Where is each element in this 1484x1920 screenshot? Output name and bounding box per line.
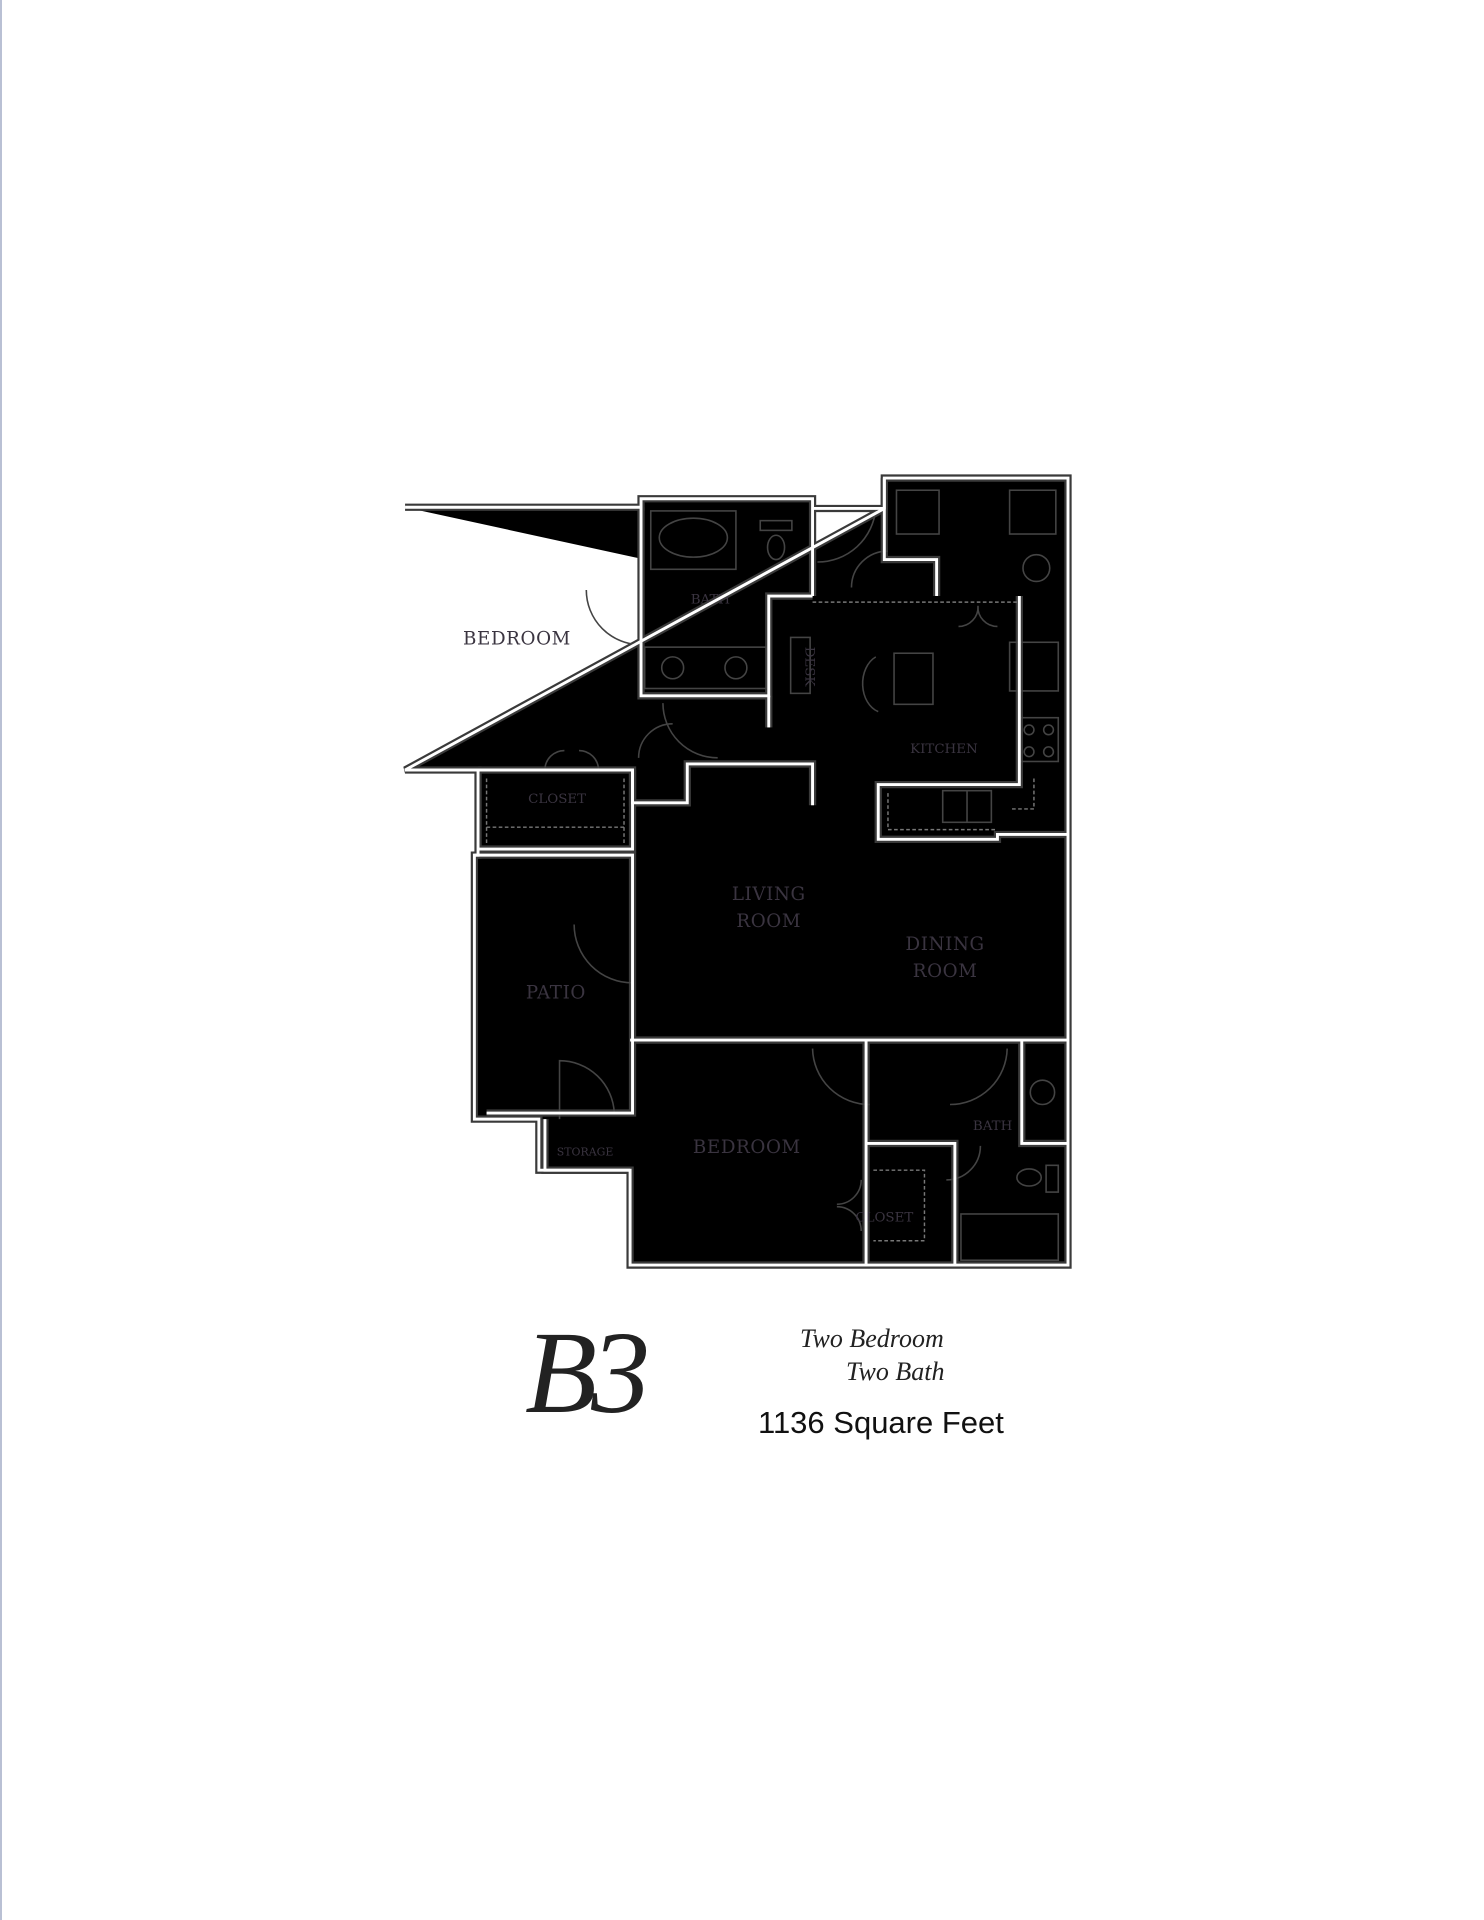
room-label-dining: DINING bbox=[906, 934, 985, 955]
room-label-closet-2: CLOSET bbox=[855, 1210, 913, 1225]
unit-name: B3 bbox=[525, 1307, 650, 1438]
baths-label: Two Bath bbox=[846, 1357, 945, 1386]
room-label-bedroom-2: BEDROOM bbox=[693, 1137, 801, 1158]
room-label-desk: DESK bbox=[801, 647, 816, 688]
room-label-bath: BATH bbox=[691, 592, 730, 607]
room-label-dining-room: ROOM bbox=[913, 961, 978, 982]
bedrooms-label: Two Bedroom bbox=[800, 1324, 944, 1353]
page-edge bbox=[0, 0, 2, 1920]
room-label-bedroom: BEDROOM bbox=[463, 629, 571, 650]
room-label-kitchen: KITCHEN bbox=[910, 742, 978, 757]
door-swings bbox=[544, 508, 1008, 1232]
room-label-living: LIVING bbox=[732, 884, 806, 905]
room-labels: BEDROOM BATH DESK KITCHEN CLOSET LIVING … bbox=[463, 592, 1012, 1225]
room-label-patio: PATIO bbox=[526, 983, 586, 1004]
area-label: 1136 Square Feet bbox=[758, 1405, 1004, 1440]
room-label-living-room: ROOM bbox=[736, 911, 801, 932]
room-label-closet: CLOSET bbox=[528, 792, 586, 807]
room-label-storage: STORAGE bbox=[557, 1146, 614, 1159]
room-label-bath-2: BATH bbox=[973, 1119, 1012, 1134]
fixtures bbox=[485, 489, 1060, 1261]
